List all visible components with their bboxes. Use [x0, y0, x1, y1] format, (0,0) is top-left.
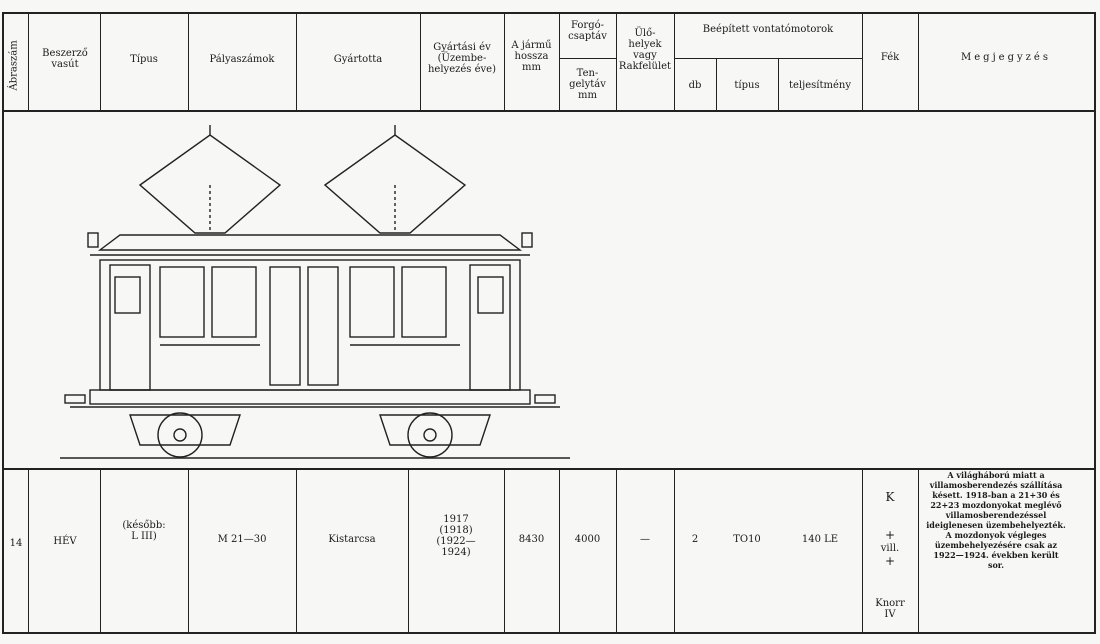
- col-sep: [408, 468, 409, 634]
- col-sep: [28, 12, 29, 112]
- table-left-border: [2, 12, 4, 634]
- header-megjegyzes: Megjegyzés: [961, 52, 1051, 63]
- header-teljesitmeny: teljesítmény: [789, 80, 851, 91]
- col-sep: [28, 468, 29, 634]
- col-sep: [616, 468, 617, 634]
- header-fek: Fék: [880, 52, 900, 63]
- header-beepitett-motorok: Beépített vontatómotorok: [702, 24, 834, 35]
- cell-hossza: 8430: [518, 534, 545, 545]
- header-gyartotta: Gyártotta: [333, 54, 383, 65]
- col-sep: [296, 12, 297, 112]
- col-sep: [862, 12, 863, 112]
- col-sep: [778, 58, 779, 112]
- table-top-border: [2, 12, 1096, 14]
- table-bottom-border: [2, 632, 1096, 634]
- col-sep: [559, 468, 560, 634]
- subheader-sep: [559, 58, 616, 59]
- col-sep: [918, 468, 919, 634]
- header-beszerzo: Beszerző vasút: [42, 48, 88, 70]
- col-sep: [716, 58, 717, 112]
- header-bottom-line: [2, 110, 1096, 112]
- cell-motor-tipus: TO10: [733, 534, 761, 545]
- header-palyaszamok: Pályaszámok: [209, 54, 275, 65]
- drawing-bottom-line: [2, 468, 1096, 470]
- cell-fek-plus-2: +: [884, 554, 896, 568]
- col-sep: [100, 12, 101, 112]
- cell-tengelytav: 4000: [574, 534, 601, 545]
- cell-abraszam: 14: [9, 538, 23, 549]
- cell-gyartasi-ev: 1917 (1918) (1922— 1924): [436, 514, 476, 558]
- header-abraszam: Ábraszám: [8, 40, 20, 91]
- cell-db: 2: [691, 534, 699, 545]
- cell-tipus: (később: L III): [122, 520, 166, 542]
- cell-fek-vill: vill.: [880, 543, 900, 554]
- cell-fek-plus-1: +: [884, 528, 896, 542]
- locomotive-drawing: [60, 125, 570, 459]
- cell-ulohelyek: —: [640, 534, 650, 545]
- cell-teljesitmeny: 140 LE: [801, 534, 839, 545]
- header-forgocsaptav: Forgó- csaptáv: [568, 20, 607, 42]
- table-right-border: [1094, 12, 1096, 634]
- col-sep: [296, 468, 297, 634]
- cell-megjegyzes: A világháború miatt a villamosberendezés…: [926, 470, 1066, 570]
- col-sep: [862, 468, 863, 634]
- col-sep: [918, 12, 919, 112]
- col-sep: [674, 12, 675, 112]
- col-sep: [188, 12, 189, 112]
- col-sep: [616, 12, 617, 112]
- header-tipus: Típus: [130, 54, 158, 65]
- header-gyartasi-ev: Gyártási év (Üzembe- helyezés éve): [427, 42, 496, 75]
- col-sep: [420, 12, 421, 112]
- col-sep: [674, 468, 675, 634]
- subheader-sep: [674, 58, 862, 59]
- cell-gyartotta: Kistarcsa: [328, 534, 376, 545]
- col-sep: [504, 12, 505, 112]
- cell-beszerzo: HÉV: [53, 536, 77, 547]
- cell-fek-knorr: Knorr IV: [875, 598, 905, 620]
- col-sep: [504, 468, 505, 634]
- header-jarmu-hossza: A jármű hossza mm: [511, 40, 552, 73]
- col-sep: [188, 468, 189, 634]
- cell-fek-k: K: [885, 490, 895, 504]
- header-db: db: [688, 80, 702, 91]
- header-motor-tipus: típus: [734, 80, 760, 91]
- col-sep: [100, 468, 101, 634]
- header-ulohelyek: Ülő- helyek vagy Rakfelület: [618, 28, 672, 72]
- col-sep: [559, 12, 560, 112]
- cell-palyaszamok: M 21—30: [217, 534, 267, 545]
- header-tengelytav: Ten- gelytáv mm: [569, 68, 606, 101]
